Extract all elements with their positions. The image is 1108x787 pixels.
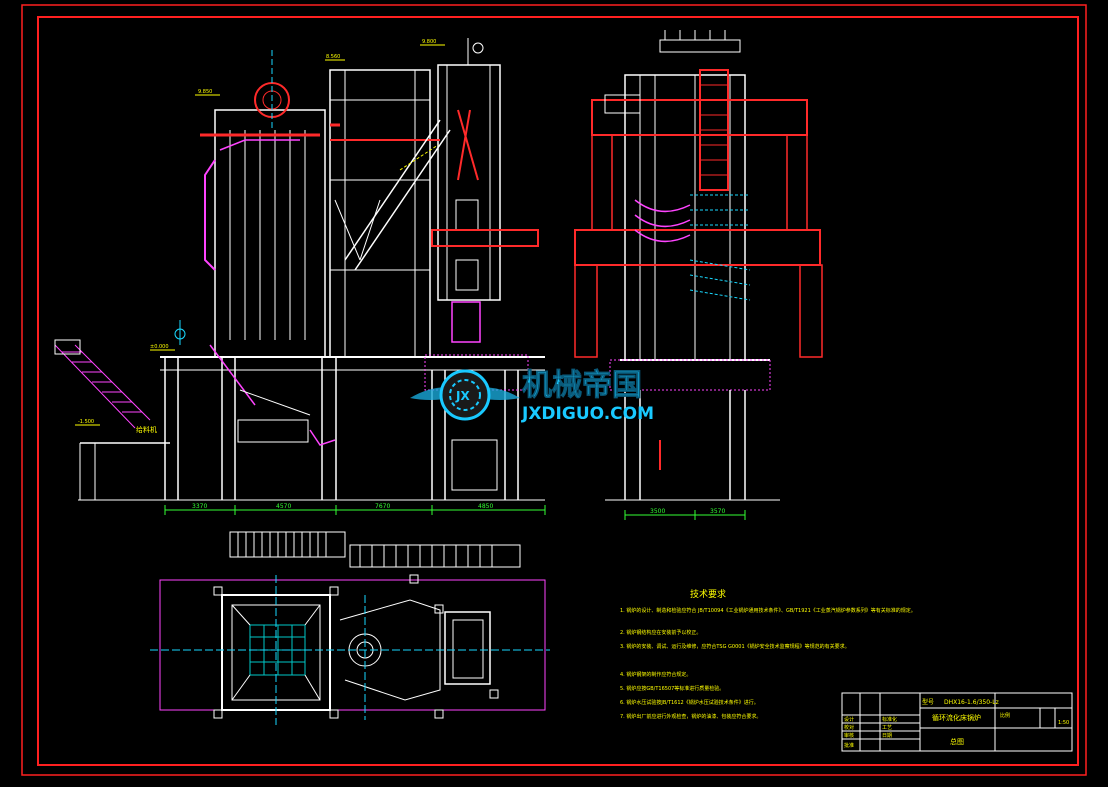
note-item: 1. 锅炉的设计、制造和检验应符合 JB/T10094《工业锅炉通用技术条件》、… <box>620 607 916 614</box>
title-drawing-type: 总图 <box>950 737 964 746</box>
notes-heading: 技术要求 <box>690 588 726 600</box>
front-elevation <box>54 38 546 515</box>
note-item: 3. 锅炉的安装、调试、运行及维修，应符合TSG G0001《锅炉安全技术监察规… <box>620 643 850 650</box>
dimension-label: 3370 <box>192 503 207 510</box>
dimension-label: 4570 <box>276 503 291 510</box>
elevation-label: 9.850 <box>198 89 212 95</box>
elevation-label: 8.560 <box>326 54 340 60</box>
title-model-prefix: 型号 <box>922 698 934 706</box>
note-item: 5. 锅炉应按GB/T16507等标准进行质量检验。 <box>620 685 724 692</box>
dimension-label: 3570 <box>710 508 725 515</box>
side-elevation <box>574 30 823 520</box>
dimension-label: 3500 <box>650 508 665 515</box>
dimension-label: 4850 <box>478 503 493 510</box>
elevation-label: 9.800 <box>422 39 436 45</box>
title-row-label: 批准 <box>844 742 854 749</box>
feeder-label: 给料机 <box>136 425 157 434</box>
note-item: 4. 锅炉钢架的制作应符合规定。 <box>620 671 691 678</box>
watermark-title: 机械帝国 <box>522 368 642 403</box>
watermark <box>410 369 520 421</box>
title-scale-label: 比例 <box>1000 712 1010 719</box>
title-row-note: 工艺 <box>882 725 892 731</box>
outer-frame <box>21 4 1087 776</box>
watermark-url: JXDIGUO.COM <box>521 404 654 424</box>
elevation-label: -1.500 <box>78 419 94 425</box>
title-scale: 1:50 <box>1058 720 1069 726</box>
title-row-label: 设计 <box>844 716 854 723</box>
elevation-label: ±0.000 <box>150 344 169 350</box>
title-model: DHX16-1.6/350-Lz <box>944 699 999 706</box>
title-block <box>841 692 1073 752</box>
plan-view <box>150 531 550 725</box>
title-row-note: 日期 <box>882 733 892 739</box>
title-row-note: 标准化 <box>882 716 897 723</box>
note-item: 6. 锅炉水压试验按JB/T1612《锅炉水压试验技术条件》进行。 <box>620 699 759 706</box>
title-name: 循环流化床锅炉 <box>932 713 981 722</box>
inner-frame <box>37 16 1079 766</box>
title-row-label: 审核 <box>844 732 854 739</box>
note-item: 7. 锅炉出厂前应进行外观检查，锅炉的油漆、包装应符合要求。 <box>620 713 761 720</box>
title-row-label: 校对 <box>844 724 854 731</box>
watermark-badge: JX <box>455 389 470 403</box>
dimension-label: 7670 <box>375 503 390 510</box>
note-item: 2. 锅炉钢结构应在安装前予以校正。 <box>620 629 701 636</box>
